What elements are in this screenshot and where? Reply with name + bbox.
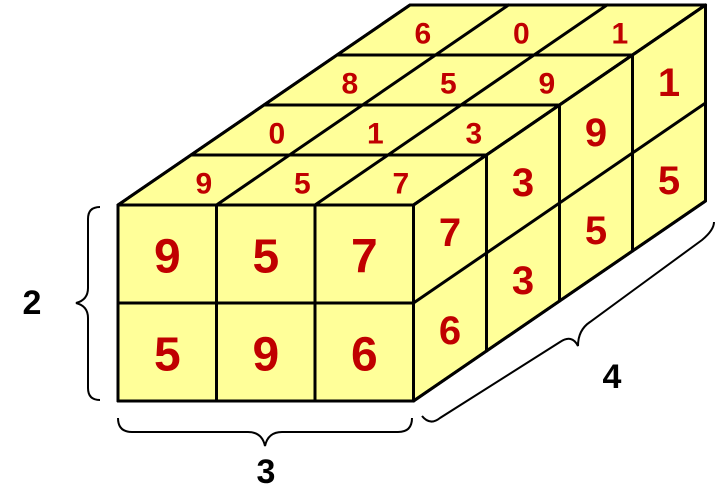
top-cell-digit: 9 <box>195 168 212 201</box>
depth-brace <box>421 221 715 423</box>
top-cell-digit: 8 <box>341 68 358 101</box>
top-cell-digit: 1 <box>611 18 628 51</box>
front-cell-digit: 7 <box>351 231 378 284</box>
side-cell-digit: 6 <box>439 309 461 353</box>
width-label: 3 <box>257 453 276 491</box>
top-cell-digit: 0 <box>513 18 530 51</box>
top-cell-digit: 5 <box>440 68 457 101</box>
front-cell-digit: 6 <box>351 329 378 382</box>
side-cell-digit: 3 <box>512 259 534 303</box>
side-cell-digit: 3 <box>512 161 534 205</box>
front-cell-digit: 9 <box>252 329 279 382</box>
top-cell-digit: 5 <box>294 168 311 201</box>
side-cell-digit: 1 <box>658 61 680 105</box>
front-cell-digit: 5 <box>154 329 181 382</box>
side-cell-digit: 9 <box>585 111 607 155</box>
side-cell-digit: 7 <box>439 211 461 255</box>
cuboid-edge <box>412 3 707 207</box>
height-label: 2 <box>23 284 42 322</box>
top-cell-digit: 3 <box>465 118 482 151</box>
width-brace <box>117 417 413 447</box>
height-brace <box>75 206 101 401</box>
front-cell-digit: 9 <box>154 231 181 284</box>
side-cell-digit: 5 <box>658 159 680 203</box>
top-cell-digit: 7 <box>392 168 409 201</box>
side-grid-line <box>412 101 707 305</box>
top-cell-digit: 1 <box>367 118 384 151</box>
top-cell-digit: 9 <box>538 68 555 101</box>
cuboid-outline <box>116 3 707 403</box>
front-cell-digit: 5 <box>252 231 279 284</box>
side-cell-digit: 5 <box>585 209 607 253</box>
top-cell-digit: 0 <box>268 118 285 151</box>
top-cell-digit: 6 <box>414 18 431 51</box>
depth-label: 4 <box>603 358 622 396</box>
